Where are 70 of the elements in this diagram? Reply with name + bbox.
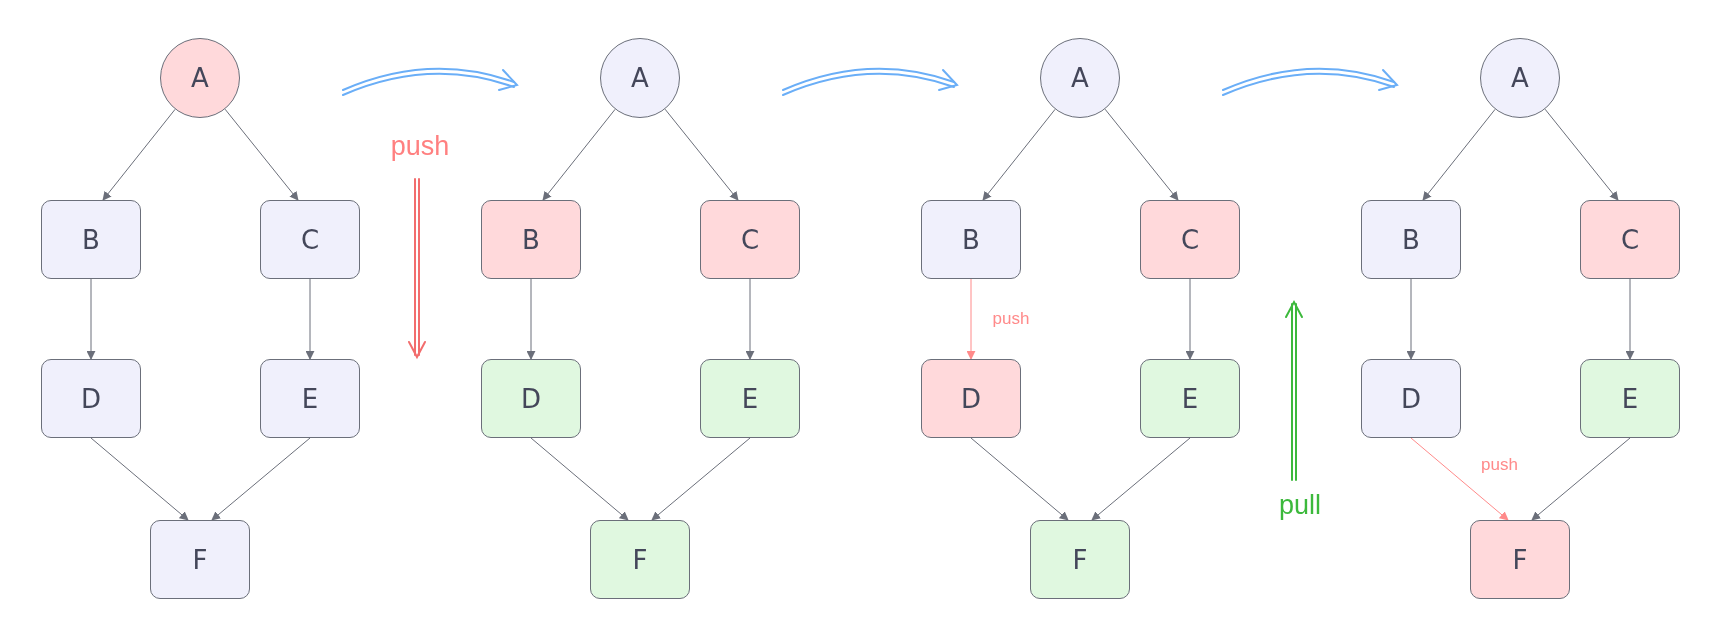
node-label: F [1072,544,1088,575]
node-label: E [741,383,759,414]
process-box [41,359,141,438]
arrow [542,108,616,201]
node-label: C [300,224,320,255]
node-label: B [522,224,540,255]
node-label: C [1180,224,1200,255]
process-box [700,200,800,279]
node-label: A [1071,63,1089,93]
arrow [1410,437,1509,521]
node-label: C [740,224,760,255]
arrow [1625,278,1635,360]
node-label: E [301,383,319,414]
process-box [41,200,141,279]
arrow [982,108,1056,201]
arrow [1104,108,1179,201]
node-label: E [1621,383,1639,414]
arrow [86,278,96,360]
process-box [150,520,250,599]
node-label: D [961,383,981,414]
arrow [1544,108,1619,201]
process-box [1470,520,1570,599]
process-box [1580,200,1680,279]
node-label: F [192,544,208,575]
arrow [224,108,299,201]
arrow [1422,108,1496,201]
process-box [260,359,360,438]
process-box [1361,359,1461,438]
arrow [745,278,755,360]
arrow [305,278,315,360]
arrow [530,437,629,521]
process-box [481,200,581,279]
node-label: A [631,63,649,93]
node-label: F [1512,544,1528,575]
arrow [966,278,976,360]
node-label: B [1402,224,1420,255]
direction-label: pull [1279,489,1321,521]
process-box [921,359,1021,438]
arrow [526,278,536,360]
arrow [1185,278,1195,360]
arrow [1091,437,1191,521]
process-box [1140,359,1240,438]
arrow [970,437,1069,521]
direction-label: push [390,130,450,162]
node-label: E [1181,383,1199,414]
node-label: B [82,224,100,255]
node-label: D [81,383,101,414]
process-box [700,359,800,438]
process-box [1580,359,1680,438]
arrow [651,437,751,521]
arrow [1406,278,1416,360]
node-label: D [1401,383,1421,414]
node-label: F [632,544,648,575]
process-box [590,520,690,599]
process-box [1140,200,1240,279]
node-label: D [521,383,541,414]
arrow [211,437,311,521]
node-label: A [191,63,209,93]
node-label: B [962,224,980,255]
arrow [90,437,189,521]
process-box [260,200,360,279]
process-box [481,359,581,438]
process-box [1030,520,1130,599]
node-label: A [1511,63,1529,93]
arrow [664,108,739,201]
process-box [1361,200,1461,279]
arrow [102,108,176,201]
node-label: C [1620,224,1640,255]
arrow [1531,437,1631,521]
process-box [921,200,1021,279]
